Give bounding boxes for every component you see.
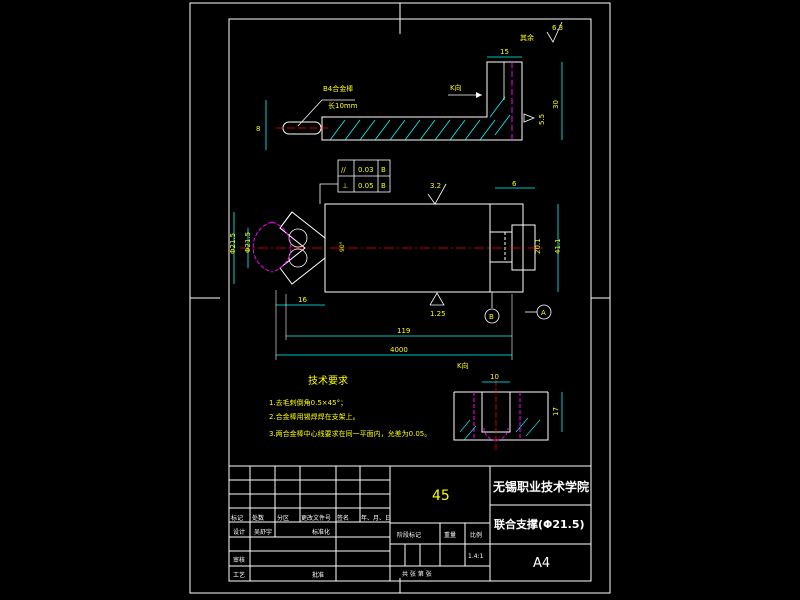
technical-notes: 技术要求 1.去毛刺倒角0.5×45°； 2.合金棒用锡焊焊在支架上。 3.两合…: [269, 374, 431, 438]
review-label: 审核: [233, 556, 245, 564]
header-mark: 标记: [231, 514, 243, 522]
roughness-rest: 6.3: [552, 24, 563, 32]
dim-top-height: 30: [552, 100, 560, 109]
section-hatch: [329, 96, 511, 141]
view-k-label: K向: [450, 83, 462, 92]
gdt-row1-symbol: //: [341, 166, 346, 174]
roughness-top: 3.2: [430, 182, 441, 190]
datum-a: A: [541, 309, 546, 317]
surface-rest-label: 其余: [520, 33, 534, 42]
header-change-doc: 更改文件号: [301, 514, 331, 522]
paper-size: A4: [533, 556, 550, 571]
length-callout: 长10mm: [328, 101, 358, 110]
gdt-row2-symbol: ⊥: [342, 182, 348, 190]
designer-name: 吴舒宇: [254, 528, 272, 536]
note-item-2: 2.合金棒用锡焊焊在支架上。: [269, 412, 360, 421]
note-item-3: 3.两合金棒中心线要求在同一平面内，允差为0.05。: [269, 429, 431, 438]
k-view: K向 10 17: [453, 361, 563, 450]
header-zone: 分区: [277, 514, 289, 522]
gdt-row1-datum: B: [381, 166, 386, 174]
sheet-inner-border: [228, 18, 592, 582]
dim-k-width: 10: [490, 373, 499, 381]
main-view: // 0.03 B ⊥ 0.05 B 3.2 1.25 B A 6 41.1 2…: [229, 159, 562, 360]
dim-right-gap: 6: [512, 180, 517, 188]
header-date: 年、月、日: [361, 514, 391, 522]
dim-left-outer: Φ21.5: [229, 233, 237, 254]
gdt-row2-value: 0.05: [358, 182, 374, 190]
material-callout: B4合金棒: [323, 84, 353, 93]
process-label: 工艺: [233, 571, 245, 579]
scale-value: 1.4:1: [468, 553, 484, 560]
header-signature: 签名: [337, 514, 349, 522]
stage-label: 阶段标记: [397, 531, 421, 539]
v-block: [279, 211, 326, 285]
approve-label: 批准: [312, 571, 324, 579]
weight-label: 重量: [444, 531, 456, 539]
title-block: [228, 465, 592, 582]
gdt-frame: [319, 159, 391, 204]
dim-k-height: 17: [552, 407, 560, 416]
view-k-label-2: K向: [457, 361, 469, 370]
datum-b: B: [489, 313, 494, 321]
dim-left-dia: Φ21.5: [244, 232, 252, 253]
material-text: 45: [432, 488, 450, 504]
top-view: B4合金棒 长10mm 8 K向 15 30 5.5 其余 6.3: [256, 21, 563, 150]
standard-label: 标准化: [312, 528, 330, 536]
dim-right-small: 20.1: [534, 238, 542, 254]
dim-v-opening: 90°: [339, 241, 346, 252]
notes-title: 技术要求: [308, 374, 348, 387]
header-count: 处数: [252, 514, 264, 522]
dim-top-width: 15: [500, 48, 509, 56]
gdt-row2-datum: B: [381, 182, 386, 190]
part-name: 联合支撑(Φ21.5): [494, 517, 585, 531]
dim-length-total: 4000: [390, 346, 408, 354]
dim-offset-16: 16: [298, 296, 307, 304]
gdt-row1-value: 0.03: [358, 166, 374, 174]
dim-length-119: 119: [397, 327, 410, 335]
dim-slot-depth: 5.5: [538, 114, 546, 125]
school-name: 无锡职业技术学院: [492, 479, 589, 494]
bracket-body: [321, 61, 523, 141]
roughness-bottom: 1.25: [430, 310, 446, 318]
dim-left-thickness: 8: [256, 125, 260, 133]
note-item-1: 1.去毛刺倒角0.5×45°；: [269, 398, 347, 407]
right-boss: [511, 224, 536, 271]
sheet-label: 共 张 第 张: [402, 570, 432, 578]
dim-right-height: 41.1: [554, 238, 562, 254]
design-label: 设计: [233, 528, 245, 536]
scale-label: 比例: [470, 531, 482, 539]
